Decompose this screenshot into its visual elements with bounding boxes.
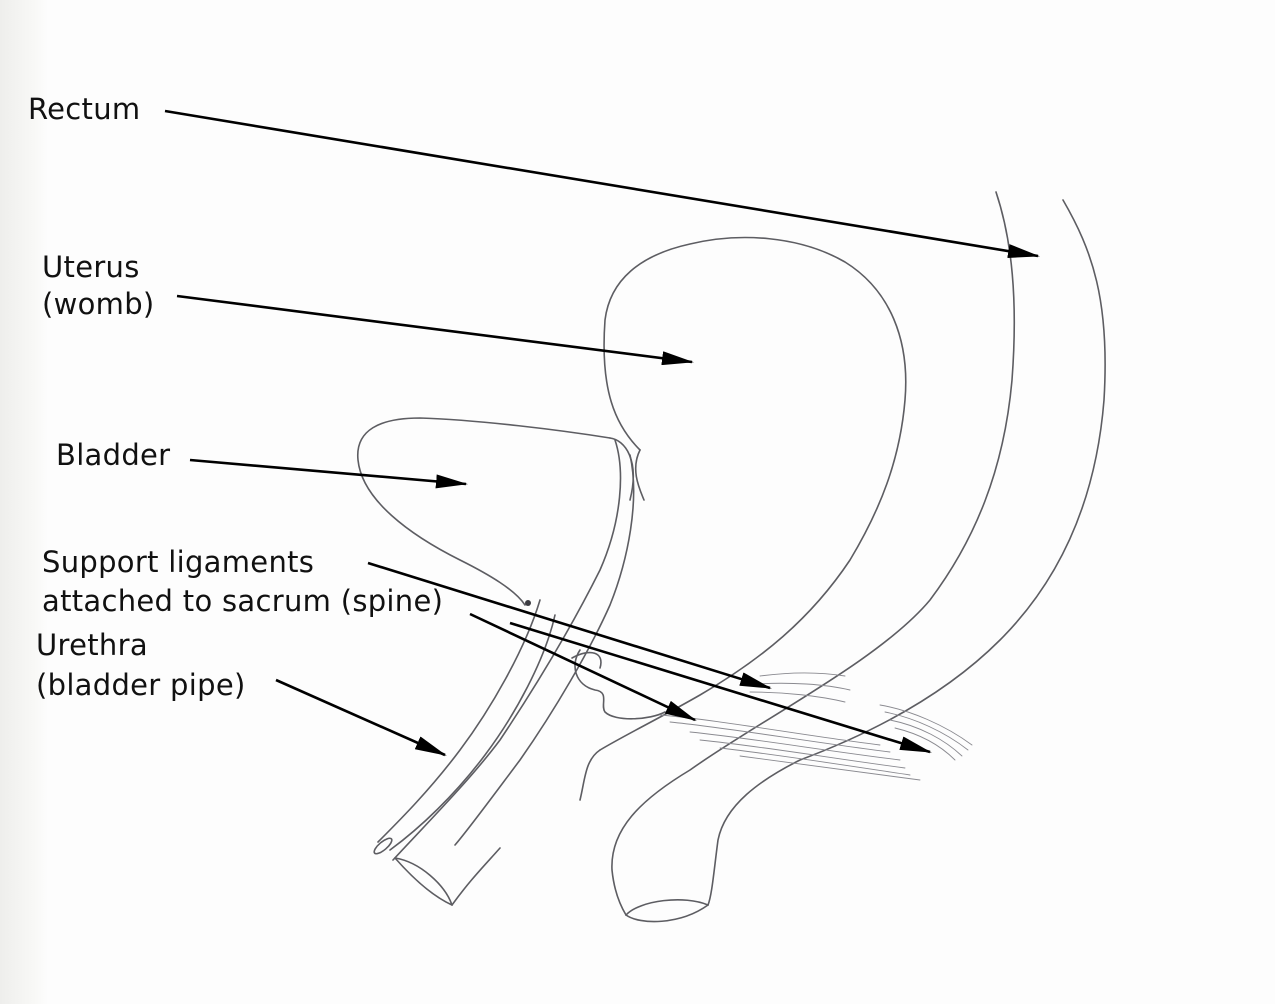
label-urethra-sub: (bladder pipe)	[36, 668, 246, 702]
uterus-drawing	[579, 236, 907, 801]
label-support-ligaments-sub: attached to sacrum (spine)	[42, 584, 444, 618]
label-bladder: Bladder	[56, 438, 171, 472]
arrow-bladder	[189, 458, 468, 489]
arrow-uterus	[176, 294, 694, 366]
label-urethra: Urethra	[36, 628, 148, 662]
bladder-drawing	[357, 417, 634, 606]
arrow-support-2	[469, 612, 697, 722]
arrow-rectum	[164, 109, 1040, 258]
tissue-folds	[571, 649, 666, 720]
label-rectum: Rectum	[28, 92, 141, 126]
label-uterus: Uterus	[42, 250, 140, 284]
arrow-urethra	[275, 678, 447, 757]
arrow-support-3	[509, 621, 932, 754]
arrow-support-1	[367, 561, 772, 690]
label-uterus-sub: (womb)	[42, 287, 155, 321]
urethra-drawing	[373, 439, 635, 906]
label-support-ligaments: Support ligaments	[42, 545, 315, 579]
rectum-drawing	[611, 191, 1106, 923]
paper-edge	[0, 0, 48, 1004]
